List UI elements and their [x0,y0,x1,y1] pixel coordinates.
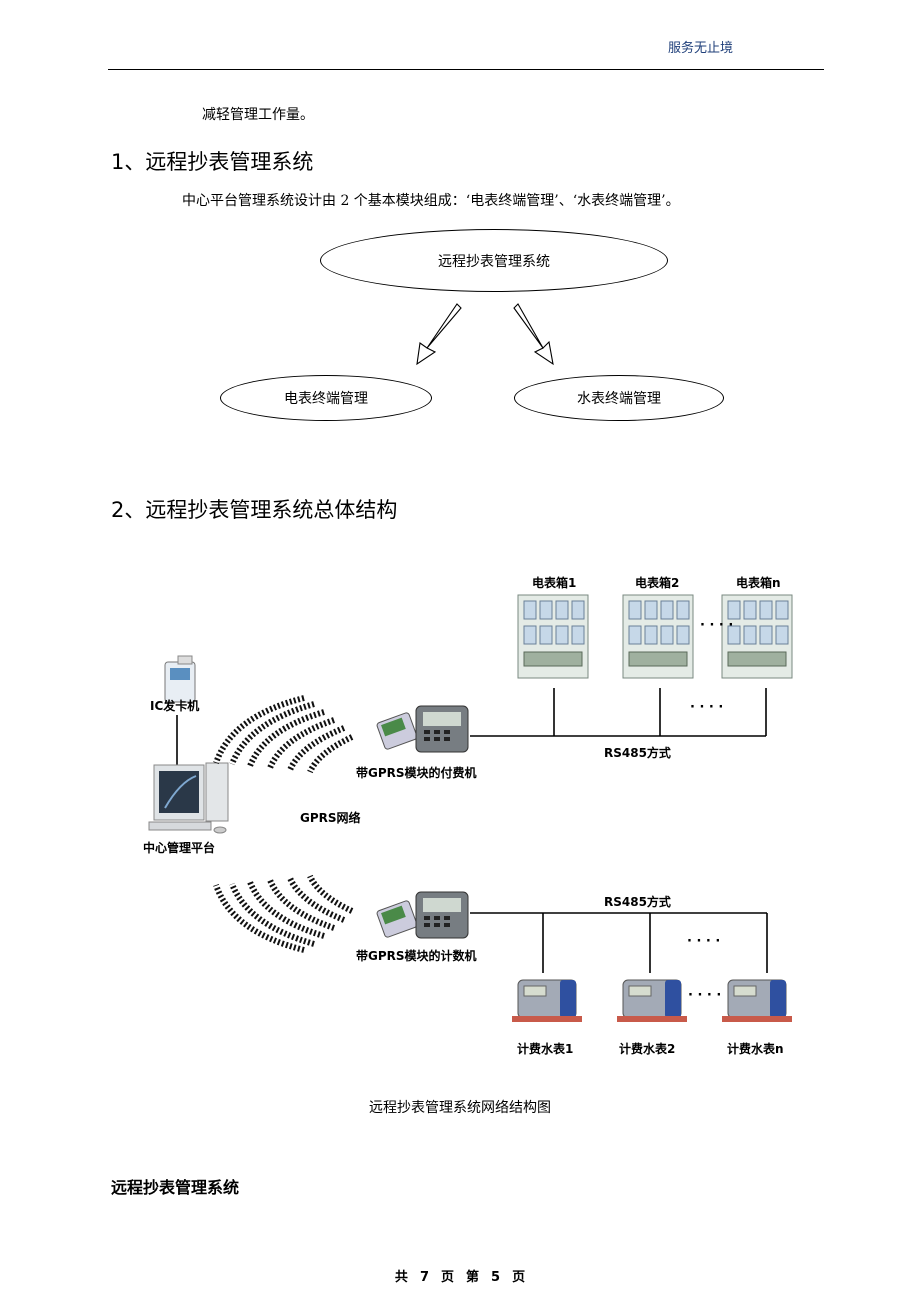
intro-line: 减轻管理工作量。 [202,107,314,123]
water-meter-2-icon [617,979,687,1022]
top-bus-ellipsis: · · · · [690,700,724,715]
meter-box-ellipsis: · · · · [700,618,734,633]
ic-card-reader-icon [164,655,196,703]
meter-box-2-label: 电表箱2 [635,576,680,590]
section1-description: 中心平台管理系统设计由 2 个基本模块组成：‘电表终端管理’、‘水表终端管理’。 [182,193,680,209]
ic-card-label: IC发卡机 [150,699,200,713]
bottom-bus-ellipsis: · · · · [687,934,721,949]
gprs-waves [213,695,354,953]
header-slogan: 服务无止境 [668,41,734,56]
diagram-child-electric: 电表终端管理 [220,375,432,421]
counting-terminal-label: 带GPRS模块的计数机 [356,949,477,963]
subheading: 远程抄表管理系统 [111,1178,240,1197]
footer-page-word: 页 [440,1270,454,1285]
footer-total: 7 [419,1270,429,1285]
rs485-bottom-label: RS485方式 [604,895,671,909]
diagram-child-electric-label: 电表终端管理 [284,391,368,407]
arrow-left [416,303,462,366]
diagram-arrows [416,303,554,366]
diagram-child-water: 水表终端管理 [514,375,724,421]
section2-heading: 2、远程抄表管理系统总体结构 [111,498,398,522]
meter-box-1-label: 电表箱1 [532,576,577,590]
payment-terminal-icon [376,705,469,753]
counting-terminal-icon [376,891,469,939]
water-meter-ellipsis: · · · · [688,988,722,1003]
figure-caption: 远程抄表管理系统网络结构图 [369,1100,551,1116]
water-meter-n-icon [722,979,792,1022]
water-meter-1-icon [512,979,582,1022]
meter-box-2-icon [622,594,694,679]
meter-box-n-icon [721,594,793,679]
gprs-network-label: GPRS网络 [300,811,361,825]
diagram-child-water-label: 水表终端管理 [577,391,661,407]
water-meter-2-label: 计费水表2 [619,1042,676,1056]
water-meter-1-label: 计费水表1 [517,1042,574,1056]
diagram-root-node: 远程抄表管理系统 [320,229,668,292]
water-meter-n-label: 计费水表n [727,1042,784,1056]
footer-prefix: 共 [394,1270,408,1285]
meter-box-n-label: 电表箱n [736,576,781,590]
header-rule [108,69,824,70]
section1-heading: 1、远程抄表管理系统 [111,150,314,174]
center-platform-label: 中心管理平台 [143,841,216,855]
diagram-root-label: 远程抄表管理系统 [438,253,550,270]
meter-box-1-icon [517,594,589,679]
network-diagram [148,594,793,1022]
arrow-right [513,303,554,366]
footer-suffix: 页 [512,1270,526,1285]
computer-icon [148,762,229,834]
rs485-top-label: RS485方式 [604,746,671,760]
payment-terminal-label: 带GPRS模块的付费机 [356,766,477,780]
footer-mid: 第 [466,1270,480,1285]
connection-lines [176,688,768,973]
footer-current: 5 [491,1270,501,1285]
